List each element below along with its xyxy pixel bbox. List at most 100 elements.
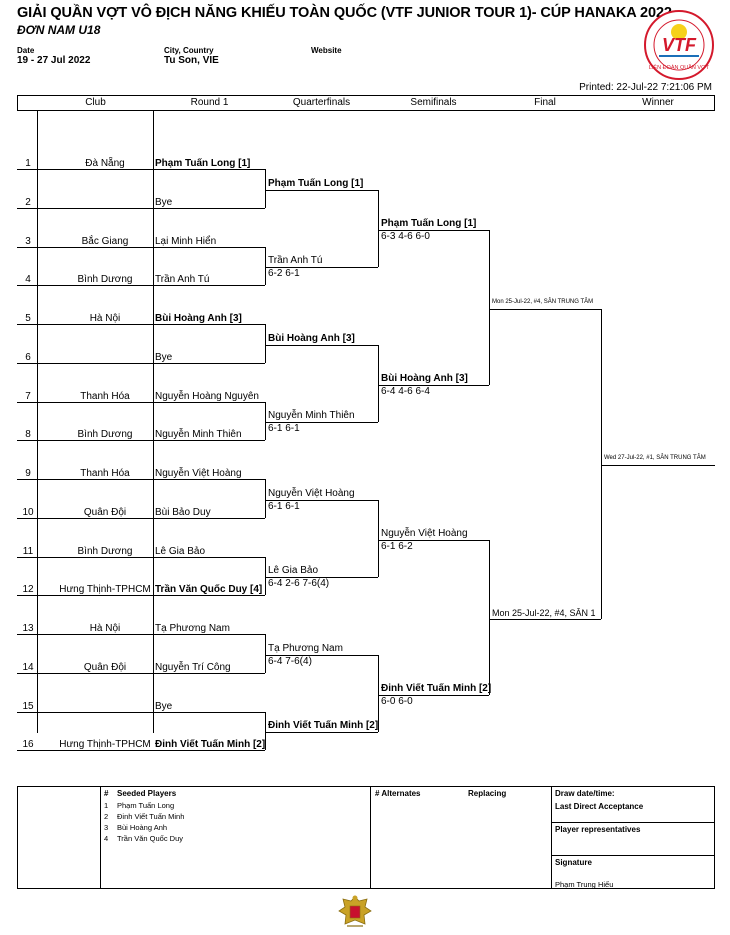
entry-club: Hưng Thịnh-TPHCM xyxy=(59,739,151,750)
entry-player: Bye xyxy=(155,197,173,208)
footer-box xyxy=(17,786,715,889)
entry-player: Bye xyxy=(155,352,173,363)
qf-player: Đinh Viết Tuấn Minh [2] xyxy=(268,720,379,731)
final-bottom-schedule: Mon 25-Jul-22, #4, SÂN 1 xyxy=(492,608,596,618)
tournament-title: GIẢI QUẦN VỢT VÔ ĐỊCH NĂNG KHIẾU TOÀN QU… xyxy=(17,5,672,21)
final-top-schedule: Mon 25-Jul-22, #4, SÂN TRUNG TÂM xyxy=(492,299,594,305)
entry-club: Hưng Thịnh-TPHCM xyxy=(59,584,151,595)
last-direct-acceptance-label: Last Direct Acceptance xyxy=(555,802,644,811)
entry-club: Quân Đội xyxy=(83,507,127,518)
qf-player: Nguyễn Minh Thiên xyxy=(268,410,355,421)
svg-text:VTF: VTF xyxy=(662,35,697,55)
date-label: Date xyxy=(17,46,35,55)
entry-number: 7 xyxy=(25,391,31,402)
qf-player: Tạ Phương Nam xyxy=(268,643,343,654)
draw-datetime-label: Draw date/time: xyxy=(555,789,615,798)
entry-number: 14 xyxy=(22,662,34,673)
event-title: ĐƠN NAM U18 xyxy=(17,23,101,37)
entry-number: 5 xyxy=(25,313,31,324)
entry-player: Bye xyxy=(155,701,173,712)
seed-number: 2 xyxy=(104,812,109,821)
seed-number: 1 xyxy=(104,801,109,810)
sf-score: 6-0 6-0 xyxy=(381,696,413,707)
entry-club: Bình Dương xyxy=(77,429,133,440)
seed-player-name: Trần Văn Quốc Duy xyxy=(117,834,184,843)
replacing-label: Replacing xyxy=(468,789,507,798)
entry-club: Hà Nội xyxy=(89,623,121,634)
entry-club: Quân Đội xyxy=(83,662,127,673)
entry-club: Hà Nội xyxy=(89,313,121,324)
sf-score: 6-3 4-6 6-0 xyxy=(381,231,430,242)
column-header-bar xyxy=(17,95,715,111)
entry-number: 11 xyxy=(22,546,34,557)
entry-club: Bắc Giang xyxy=(81,236,129,247)
entry-player: Phạm Tuấn Long [1] xyxy=(155,158,251,169)
entry-number: 2 xyxy=(25,197,31,208)
entry-number: 16 xyxy=(22,739,34,750)
entry-number: 3 xyxy=(25,236,31,247)
column-header-winner: Winner xyxy=(642,97,674,108)
printed-timestamp: Printed: 22-Jul-22 7:21:06 PM xyxy=(579,82,712,93)
seeded-hash: # xyxy=(104,789,109,798)
entry-player: Bùi Bảo Duy xyxy=(155,507,211,518)
vtf-logo: VTF LIÊN ĐOÀN QUẦN VỢT xyxy=(643,9,715,81)
entry-number: 6 xyxy=(25,352,31,363)
entry-player: Tạ Phương Nam xyxy=(155,623,230,634)
winner-schedule: Wed 27-Jul-22, #1, SÂN TRUNG TÂM xyxy=(604,455,706,461)
date-value: 19 - 27 Jul 2022 xyxy=(17,55,91,66)
column-header-quarterfinals: Quarterfinals xyxy=(292,97,351,108)
seed-number: 3 xyxy=(104,823,109,832)
entry-number: 10 xyxy=(22,507,34,518)
entry-number: 8 xyxy=(25,429,31,440)
entry-player: Trần Anh Tú xyxy=(155,274,210,285)
column-header-semifinals: Semifinals xyxy=(410,97,457,108)
svg-text:LIÊN ĐOÀN QUẦN VỢT: LIÊN ĐOÀN QUẦN VỢT xyxy=(649,63,710,71)
qf-score: 6-1 6-1 xyxy=(268,423,300,434)
entry-player: Nguyễn Minh Thiên xyxy=(155,429,242,440)
player-representatives-label: Player representatives xyxy=(555,825,641,834)
entry-number: 1 xyxy=(25,158,31,169)
seed-player-name: Đinh Viết Tuấn Minh xyxy=(117,812,185,821)
alternates-label: # Alternates xyxy=(375,789,421,798)
qf-player: Bùi Hoàng Anh [3] xyxy=(268,333,355,344)
seed-player-name: Phạm Tuấn Long xyxy=(117,801,175,810)
sf-score: 6-1 6-2 xyxy=(381,541,413,552)
entry-number: 13 xyxy=(22,623,34,634)
entry-player: Nguyễn Việt Hoàng xyxy=(155,468,242,479)
entry-player: Đinh Viết Tuấn Minh [2] xyxy=(155,739,266,750)
entry-player: Lê Gia Bảo xyxy=(155,546,206,557)
seeded-players-label: Seeded Players xyxy=(117,789,177,798)
entry-number: 9 xyxy=(25,468,31,479)
sf-player: Bùi Hoàng Anh [3] xyxy=(381,373,468,384)
entry-club: Bình Dương xyxy=(77,546,133,557)
seed-number: 4 xyxy=(104,834,109,843)
entry-club: Bình Dương xyxy=(77,274,133,285)
qf-player: Lê Gia Bảo xyxy=(268,565,319,576)
sf-player: Nguyễn Việt Hoàng xyxy=(381,528,468,539)
entry-club: Đà Nẵng xyxy=(85,158,125,169)
sf-score: 6-4 4-6 6-4 xyxy=(381,386,430,397)
qf-player: Trần Anh Tú xyxy=(268,255,323,266)
federation-emblem xyxy=(337,894,373,932)
entry-player: Lại Minh Hiển xyxy=(155,236,217,247)
qf-score: 6-1 6-1 xyxy=(268,501,300,512)
column-header-final: Final xyxy=(534,97,556,108)
signature-name: Phạm Trung Hiếu xyxy=(555,880,614,889)
column-header-round1: Round 1 xyxy=(190,97,229,108)
entry-player: Nguyễn Hoàng Nguyên xyxy=(155,391,259,402)
entry-number: 4 xyxy=(25,274,31,285)
qf-player: Nguyễn Việt Hoàng xyxy=(268,488,355,499)
city-value: Tu Son, VIE xyxy=(164,55,219,66)
entry-player: Bùi Hoàng Anh [3] xyxy=(155,313,242,324)
entry-club: Thanh Hóa xyxy=(80,468,130,479)
sf-player: Phạm Tuấn Long [1] xyxy=(381,218,477,229)
entry-number: 12 xyxy=(22,584,34,595)
seed-player-name: Bùi Hoàng Anh xyxy=(117,823,168,832)
entry-club: Thanh Hóa xyxy=(80,391,130,402)
entry-number: 15 xyxy=(22,701,34,712)
qf-player: Phạm Tuấn Long [1] xyxy=(268,178,364,189)
signature-label: Signature xyxy=(555,858,592,867)
qf-score: 6-2 6-1 xyxy=(268,268,300,279)
qf-score: 6-4 7-6(4) xyxy=(268,656,312,667)
city-label: City, Country xyxy=(164,46,214,55)
